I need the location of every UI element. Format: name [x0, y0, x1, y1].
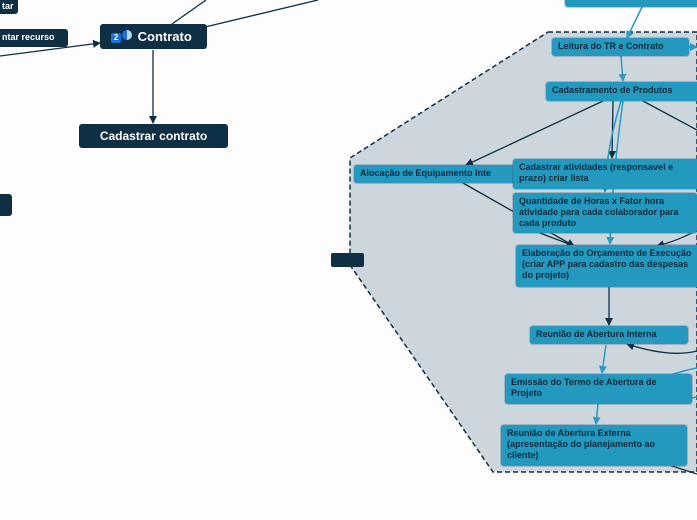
node-contrato[interactable]: 2 Contrato: [100, 24, 207, 49]
connector-top-leitura: [626, 6, 643, 39]
connector-right-reuniao-interna: [626, 342, 697, 354]
node-emissao-termo[interactable]: Emissão do Termo de Abertura de Projeto: [505, 374, 692, 404]
node-cadastrar-atividades-label: Cadastrar atividades (responsavel e praz…: [519, 162, 674, 183]
node-tar[interactable]: tar: [0, 0, 18, 14]
connector-quantidade-orcamento: [539, 232, 575, 247]
node-contrato-label: Contrato: [137, 29, 192, 44]
connector-cadastramento-atividades: [608, 100, 617, 159]
connector-reuniao-interna-emissao: [599, 344, 607, 374]
node-tar-label: tar: [2, 1, 14, 11]
node-ntar-recurso[interactable]: ntar recurso: [0, 29, 68, 47]
connector-leitura-cadastramento: [618, 55, 627, 82]
node-left-edge[interactable]: [0, 194, 12, 216]
node-cadastrar-contrato-label: Cadastrar contrato: [99, 129, 208, 143]
node-emissao-termo-label: Emissão do Termo de Abertura de Projeto: [511, 377, 657, 398]
priority-badge-icon: 2: [111, 33, 121, 43]
node-cadastramento-produtos[interactable]: Cadastramento de Produtos: [546, 82, 697, 101]
node-quantidade-horas[interactable]: Quantidade de Horas x Fator hora ativida…: [513, 193, 697, 233]
connector-emissao-right-2: [691, 396, 697, 399]
node-leitura-tr[interactable]: Leitura do TR e Contrato: [552, 38, 689, 56]
node-reuniao-interna-label: Reunião de Abertura Interna: [536, 329, 657, 339]
node-alocacao-equipamento-label: Alocação de Equipamento Inte: [360, 168, 492, 178]
connector-contrato-up: [171, 0, 207, 25]
node-reuniao-externa[interactable]: Reunião de Abertura Externa (apresentaçã…: [501, 425, 687, 466]
connector-cadastramento-right: [642, 100, 697, 131]
node-ntar-recurso-label: ntar recurso: [2, 32, 55, 42]
node-elaboracao-orcamento-label: Elaboração do Orçamento de Execução (cri…: [522, 248, 692, 280]
progress-quarter-icon: [122, 30, 132, 40]
node-quantidade-horas-label: Quantidade de Horas x Fator hora ativida…: [519, 196, 679, 228]
node-elaboracao-orcamento[interactable]: Elaboração do Orçamento de Execução (cri…: [516, 245, 697, 287]
connector-emissao-reuniao-externa: [592, 403, 601, 425]
node-cadastrar-contrato[interactable]: Cadastrar contrato: [79, 124, 228, 148]
node-alocacao-equipamento[interactable]: Alocação de Equipamento Inte: [354, 165, 519, 183]
connector-recurso-contrato: [0, 39, 101, 57]
connector-cadastramento-alocacao: [465, 100, 604, 166]
node-cadastrar-atividades[interactable]: Cadastrar atividades (responsavel e praz…: [513, 159, 697, 189]
node-leitura-tr-label: Leitura do TR e Contrato: [558, 41, 664, 51]
node-reuniao-interna[interactable]: Reunião de Abertura Interna: [530, 326, 688, 344]
node-reuniao-externa-label: Reunião de Abertura Externa (apresentaçã…: [507, 428, 656, 460]
connector-contrato-up-right: [204, 0, 319, 28]
node-top-right[interactable]: [565, 0, 697, 7]
connector-reuniao-externa-right: [668, 464, 697, 475]
node-cadastramento-produtos-label: Cadastramento de Produtos: [552, 85, 673, 95]
node-collapsed-placeholder[interactable]: [331, 253, 364, 267]
